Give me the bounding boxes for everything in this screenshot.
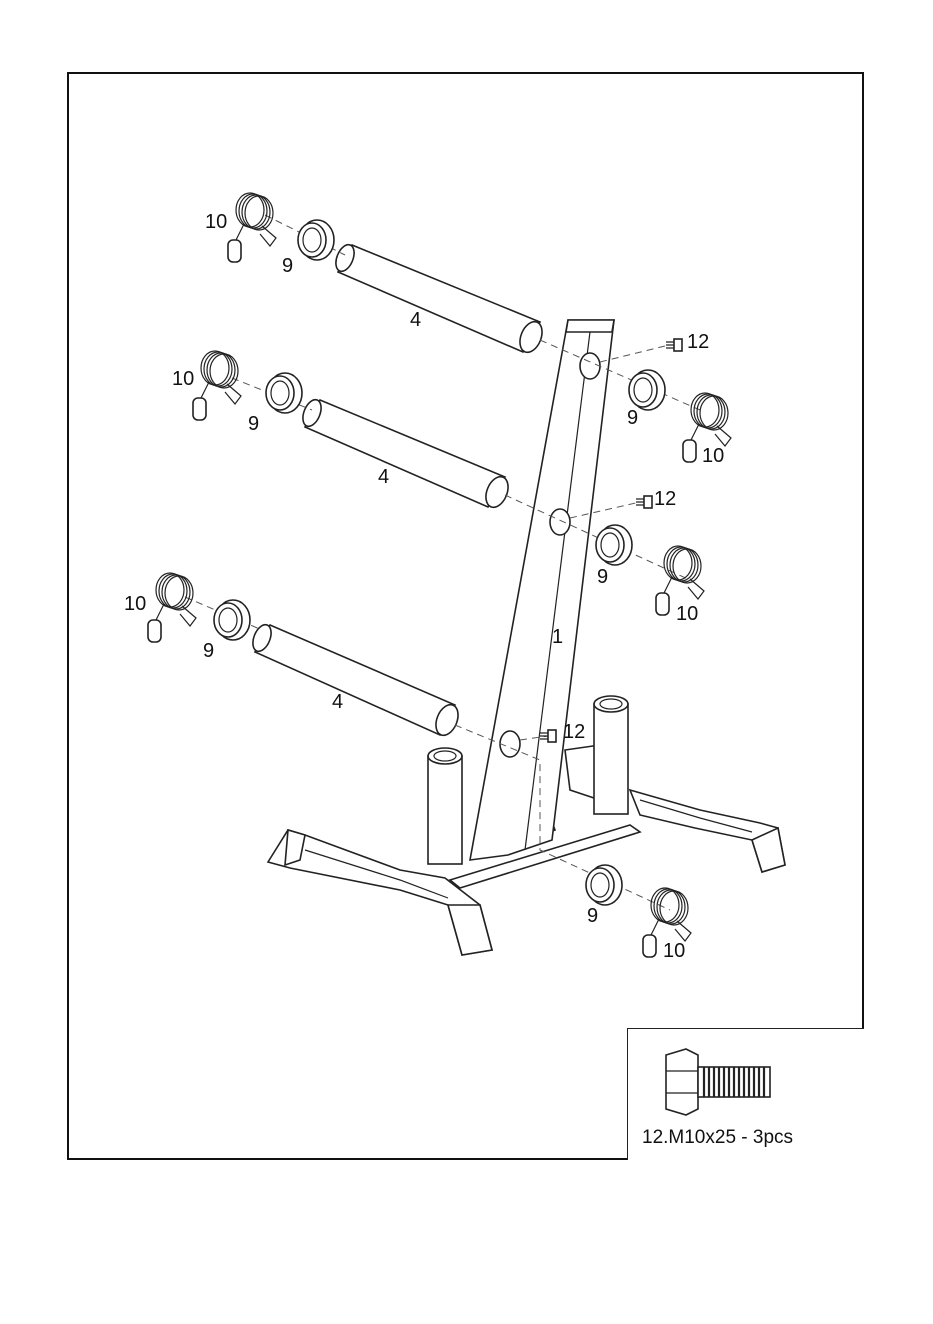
hardware-label: 12.M10x25 - 3pcs [642,1127,793,1149]
label-9-bottom-left: 9 [203,640,214,662]
clip-mid-left [193,351,241,420]
collar-top-right [629,370,665,410]
label-4-top: 4 [410,309,421,331]
storage-post-right [594,696,628,814]
hex-bolt-icon [664,1047,776,1119]
collar-top-left [298,220,334,260]
label-9-mid-left: 9 [248,413,259,435]
collar-bottom-left [214,600,250,640]
label-9-bottom-right: 9 [587,905,598,927]
label-4-mid: 4 [378,466,389,488]
clip-top-left [228,193,276,262]
label-10-bottom-right: 10 [663,940,685,962]
bar-middle [299,397,512,511]
label-12-bottom: 12 [563,721,585,743]
label-10-bottom-left: 10 [124,593,146,615]
bar-top [332,242,546,356]
storage-post-left [428,748,462,864]
label-9-mid-right: 9 [597,566,608,588]
label-12-top: 12 [687,331,709,353]
bolt-top [666,339,682,351]
collar-mid-right [596,525,632,565]
label-9-top-right: 9 [627,407,638,429]
label-4-bottom: 4 [332,691,343,713]
collar-mid-left [266,373,302,413]
label-9-top-left: 9 [282,255,293,277]
hardware-box: 12.M10x25 - 3pcs [627,1028,864,1160]
bar-bottom [249,622,462,739]
label-10-mid-left: 10 [172,368,194,390]
label-10-mid-right: 10 [676,603,698,625]
label-1-frame: 1 [552,626,563,648]
label-10-top-right: 10 [702,445,724,467]
bolt-middle [636,496,652,508]
clip-bottom-left [148,573,196,642]
collar-bottom-right [586,865,622,905]
label-10-top-left: 10 [205,211,227,233]
label-12-mid: 12 [654,488,676,510]
